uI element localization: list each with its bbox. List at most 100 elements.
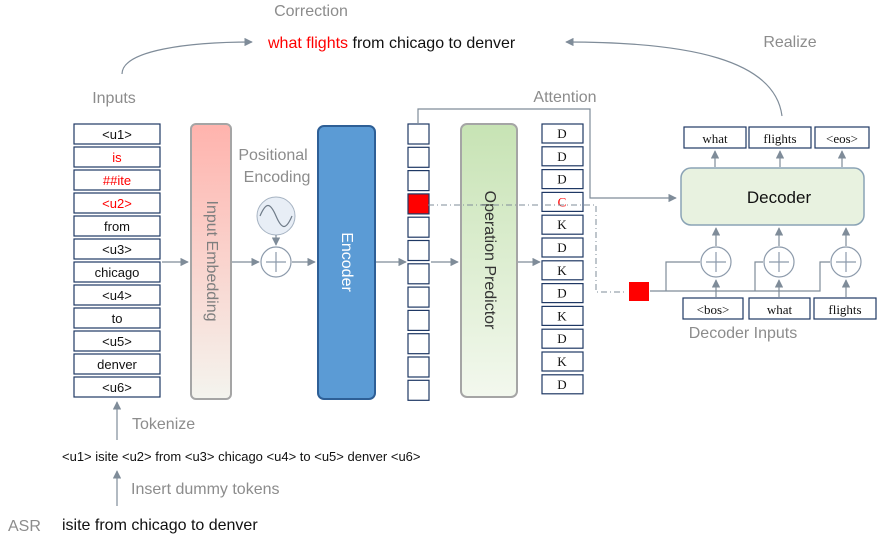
input-token-text: to [112,311,123,326]
encoder-output-cell [407,379,430,401]
input-token-box [73,353,161,375]
operation-box [541,214,584,235]
asr-text: isite from chicago to denver [62,517,258,534]
decoder-input-box [682,297,744,320]
input-token-box [73,192,161,214]
decoder-output-box [683,126,747,149]
operation-label: K [557,263,567,278]
decoder-inputs-label: Decoder Inputs [689,325,798,342]
operation-box [541,305,584,326]
operation-label: D [557,240,566,255]
operation-box [541,260,584,281]
operation-label: C [558,194,567,209]
decoder-output-text: flights [763,131,796,146]
encoder-output-cell [407,286,430,308]
encoder-output-cell [407,216,430,238]
input-token-text: <u4> [102,288,132,303]
operation-label: K [557,354,567,369]
encoder-output-cell [407,309,430,331]
operation-predictor-block [460,123,518,398]
tokenized-sequence: <u1> isite <u2> from <u3> chicago <u4> t… [62,449,421,464]
decoder-output-box [814,126,870,149]
input-token-box [73,330,161,352]
input-token-box [73,215,161,237]
operation-box [541,374,584,395]
operation-box [541,351,584,372]
input-token-text: denver [97,357,137,372]
attention-label: Attention [533,89,596,106]
input-embedding-block [190,123,232,400]
positional-encoding-line1: Positional [238,147,307,164]
correction-sentence: what flights from chicago to denver [267,35,516,52]
operation-label: K [557,217,567,232]
operation-box [541,123,584,144]
operation-box [541,283,584,304]
selected-hidden-state [629,282,649,301]
input-token-box [73,123,161,145]
positional-encoding-line2: Encoding [244,169,311,186]
tokenize-label: Tokenize [132,416,195,433]
encoder-output-cell [407,333,430,355]
encoder-output-column [407,123,430,401]
input-token-box [73,307,161,329]
operation-label: K [557,308,567,323]
insert-dummy-label: Insert dummy tokens [131,481,280,498]
input-token-text: from [104,219,130,234]
input-token-text: ##ite [103,173,131,188]
input-token-text: <u6> [102,380,132,395]
correction-rest: from chicago to denver [348,35,516,52]
decoder-input-box [813,297,877,320]
hidden-state-feed-line [650,261,830,292]
encoder-output-cell-selected [407,193,430,215]
decoder-input-text: flights [828,302,861,317]
encoder-label: Encoder [338,232,355,292]
encoder-output-cell [407,146,430,168]
realize-arrow [565,37,783,117]
operation-box [541,237,584,258]
decoder-input-box [748,297,811,320]
operation-label: D [557,149,566,164]
copy-link-dashdot [428,204,624,293]
input-token-box [73,146,161,168]
input-token-box [73,376,161,398]
encoder-output-cell [407,170,430,192]
sine-wave-curve [259,204,293,228]
encoder-output-cell [407,123,430,145]
decoder-block [680,167,865,226]
correction-highlight: what flights [267,35,348,52]
operation-label: D [557,286,566,301]
operation-box [541,328,584,349]
decoder-input-text: <bos> [697,302,730,317]
input-token-text: <u2> [102,196,132,211]
operation-label: D [557,377,566,392]
input-token-box [73,261,161,283]
input-token-text: is [112,150,122,165]
input-token-box [73,238,161,260]
input-token-box [73,284,161,306]
input-token-box [73,169,161,191]
attention-arrow [417,108,677,203]
encoder-output-cell [407,356,430,378]
input-embedding-label: Input Embedding [203,201,220,322]
encoder-output-cell [407,239,430,262]
input-token-column: <u1> is ##ite <u2> from <u3> chicago <u4> to <u5>… [73,123,161,398]
operation-box [541,191,584,212]
operation-label: D [557,331,566,346]
decoder-label: Decoder [747,188,812,207]
inputs-to-correction-arrow [121,37,253,75]
operation-predictor-label: Operation Predictor [481,191,498,330]
input-token-text: <u1> [102,127,132,142]
decoder-output-box [748,126,812,149]
encoder-block [317,125,376,400]
input-token-text: <u3> [102,242,132,257]
input-token-text: chicago [95,265,140,280]
correction-label: Correction [274,3,348,20]
decoder-output-text: what [702,131,728,146]
encoder-output-cell [407,263,430,285]
operation-box [541,169,584,190]
decoder-input-text: what [767,302,793,317]
realize-label: Realize [763,34,816,51]
input-token-text: <u5> [102,334,132,349]
